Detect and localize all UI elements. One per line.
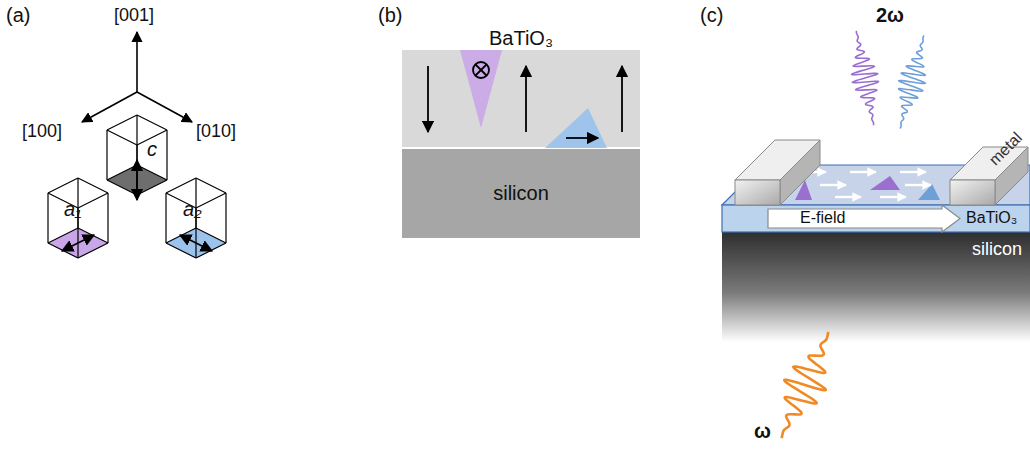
light-pulse	[782, 332, 829, 438]
layer-label: silicon	[972, 240, 1022, 260]
domain-label: c	[147, 138, 157, 160]
device-3d	[722, 31, 1030, 438]
film-layer: BaTiO₃	[402, 26, 640, 148]
substrate-layer: silicon	[402, 148, 640, 238]
light-pulse	[898, 36, 925, 129]
frequency-label: 2ω	[876, 4, 904, 26]
light-pulse	[851, 31, 878, 125]
layer-label: BaTiO₃	[489, 26, 553, 50]
unit-cell	[48, 178, 108, 258]
unit-cell	[166, 178, 226, 258]
axis-label: [001]	[114, 6, 154, 26]
axis-label: [010]	[196, 122, 236, 142]
film-cross-section	[402, 50, 640, 238]
unit-cell	[107, 115, 167, 200]
layer-label: silicon	[493, 181, 549, 205]
panel-letter: (c)	[700, 4, 723, 26]
panel-letter: (b)	[378, 4, 402, 26]
domain-label: a₂	[183, 198, 202, 220]
axis-label: [100]	[22, 122, 62, 142]
field-label: E-field	[800, 209, 845, 227]
electrode-label: metal	[986, 129, 1026, 169]
frequency-label: ω	[754, 420, 771, 442]
domain-label: a₁	[64, 198, 81, 220]
layer-label: BaTiO₃	[966, 209, 1017, 227]
axes	[82, 32, 192, 122]
panel-letter: (a)	[6, 4, 30, 26]
